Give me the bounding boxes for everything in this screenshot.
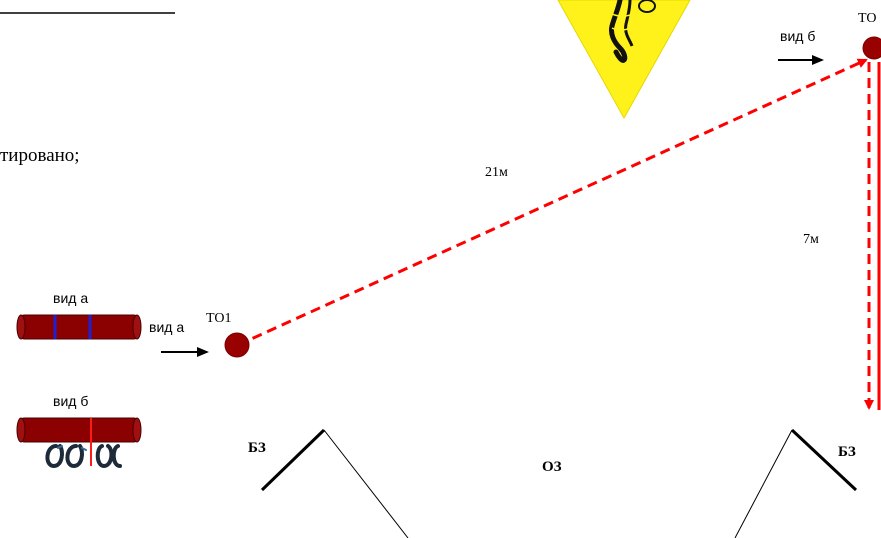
zone-boundary-right-thin: [734, 429, 793, 538]
zone-boundary-left-thick: [260, 428, 326, 492]
rope-view-b: [16, 417, 142, 469]
anchor-point-to2: [862, 36, 881, 60]
anchor-label-to1: ТО1: [206, 311, 232, 326]
warning-triangle-icon: [557, 0, 691, 120]
zone-label-bz-left: БЗ: [248, 440, 266, 456]
zone-boundary-left-thin: [323, 429, 409, 538]
view-b-caption: вид б: [53, 393, 89, 409]
zone-boundary-right-thick: [790, 428, 858, 492]
carabiner-icon: [45, 444, 122, 469]
rope-view-a: [16, 314, 142, 340]
anchor-label-to2: ТО: [858, 11, 877, 26]
distance-label-diagonal: 21м: [485, 165, 508, 180]
view-a-caption: вид а: [53, 290, 89, 306]
rope-segment-diagonal: [237, 58, 868, 347]
body-text-fragment: тировано;: [0, 145, 80, 166]
anchor-point-to1: [224, 332, 250, 358]
zone-label-oz: ОЗ: [542, 459, 562, 475]
view-b-arrow-label: вид б: [780, 28, 816, 44]
distance-label-vertical: 7м: [803, 232, 819, 247]
knot-icon: [609, 0, 656, 63]
view-a-arrow-label: вид а: [149, 319, 185, 335]
zone-label-bz-right: БЗ: [838, 444, 856, 460]
